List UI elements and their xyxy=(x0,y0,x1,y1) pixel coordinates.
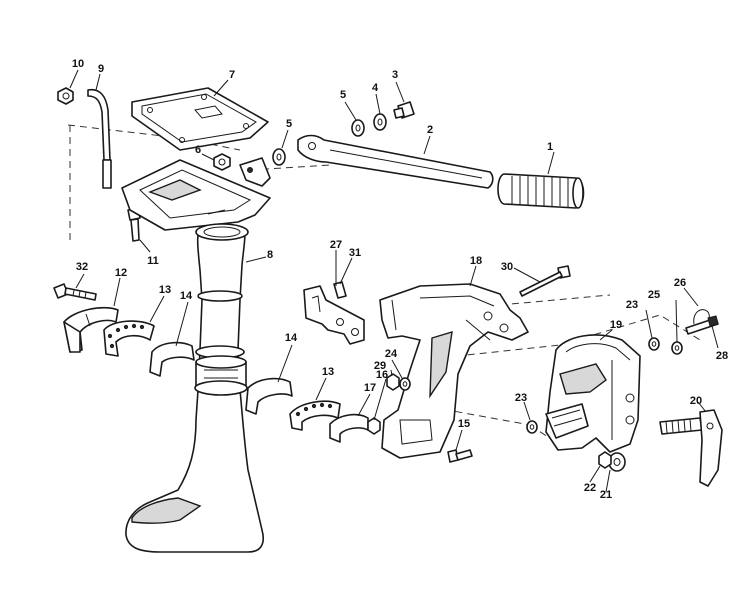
callout-19: 19 xyxy=(610,319,622,331)
part-10-nut xyxy=(57,87,74,105)
part-29-nut xyxy=(386,373,400,391)
part-14-liner-left xyxy=(149,341,195,377)
callout-11: 11 xyxy=(147,255,159,267)
callout-29: 29 xyxy=(374,360,386,372)
part-16-nut xyxy=(367,417,381,435)
part-17-liner xyxy=(329,413,369,443)
callout-13-right: 13 xyxy=(322,366,334,378)
callout-26: 26 xyxy=(674,277,686,289)
part-27-bracket-plate xyxy=(303,285,365,345)
callout-22: 22 xyxy=(584,482,596,494)
part-9-rod xyxy=(87,88,112,189)
callout-4: 4 xyxy=(372,82,379,94)
part-7-cover-plate xyxy=(131,87,269,151)
part-1-grip xyxy=(497,173,585,209)
callout-6: 6 xyxy=(195,144,201,156)
part-20-clamp-screw xyxy=(659,409,723,487)
part-23-washer-upper xyxy=(648,337,660,351)
callout-27: 27 xyxy=(330,239,342,251)
callout-18: 18 xyxy=(470,255,482,267)
part-22-nut xyxy=(598,451,612,469)
callout-7: 7 xyxy=(229,69,235,81)
callout-17: 17 xyxy=(364,382,376,394)
callout-12: 12 xyxy=(115,267,127,279)
callout-5-right: 5 xyxy=(340,89,346,101)
part-19-clamp-bracket xyxy=(545,334,641,453)
callout-25: 25 xyxy=(648,289,660,301)
callout-13-left: 13 xyxy=(159,284,171,296)
callout-1: 1 xyxy=(547,141,553,153)
part-3-bolt xyxy=(393,101,415,119)
callout-21: 21 xyxy=(600,489,612,501)
part-12-clamp xyxy=(63,306,119,353)
callout-5-left: 5 xyxy=(286,118,292,130)
callout-16: 16 xyxy=(376,369,388,381)
part-13-bearing-left xyxy=(103,320,155,357)
callout-10: 10 xyxy=(72,58,84,70)
callout-15: 15 xyxy=(458,418,470,430)
callout-2: 2 xyxy=(427,124,433,136)
part-30-bolt xyxy=(519,265,571,297)
part-32-bolt xyxy=(53,283,97,301)
callout-labels: 1 2 3 4 5 5 6 7 8 9 10 11 12 13 13 14 14… xyxy=(72,58,728,501)
callout-23-lower: 23 xyxy=(515,392,527,404)
callout-8: 8 xyxy=(267,249,273,261)
callout-24: 24 xyxy=(385,348,398,360)
part-5-washer-left xyxy=(272,148,286,166)
part-23-washer-lower xyxy=(526,420,538,434)
part-14-liner-right xyxy=(245,377,293,415)
part-8-drive-shaft-housing xyxy=(121,159,271,553)
part-2-tiller-arm xyxy=(297,134,494,189)
part-18-swivel-bracket xyxy=(379,283,529,459)
callout-28: 28 xyxy=(716,350,728,362)
callout-9: 9 xyxy=(98,63,104,75)
callout-30: 30 xyxy=(501,261,513,273)
part-15-bolt xyxy=(447,449,473,463)
leader-lines xyxy=(69,69,719,493)
callout-31: 31 xyxy=(349,247,361,259)
link-bracket xyxy=(239,157,271,187)
callout-20: 20 xyxy=(690,395,702,407)
part-25-washer xyxy=(671,341,683,355)
callout-23-upper: 23 xyxy=(626,299,638,311)
part-5-washer-right xyxy=(351,119,365,137)
callout-32: 32 xyxy=(76,261,88,273)
part-6-nut xyxy=(213,153,231,171)
callout-14-right: 14 xyxy=(285,332,298,344)
part-31-pin xyxy=(333,281,347,299)
callout-3: 3 xyxy=(392,69,398,81)
part-28-stud xyxy=(685,315,719,335)
part-24-washer xyxy=(399,377,411,391)
part-4-washer xyxy=(373,113,387,131)
callout-14-left: 14 xyxy=(180,290,193,302)
